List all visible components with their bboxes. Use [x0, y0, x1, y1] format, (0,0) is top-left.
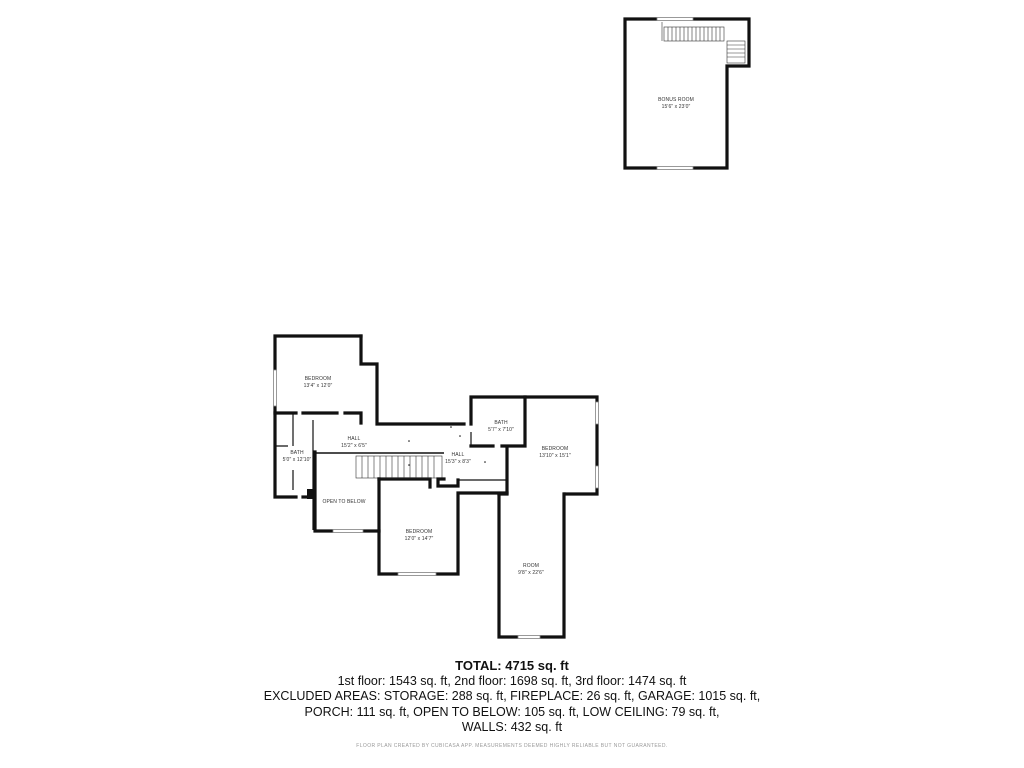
hall-stair: [315, 452, 444, 479]
open-to-below-walls: [313, 450, 432, 533]
marker-dot: [408, 440, 410, 442]
marker-dot: [484, 461, 486, 463]
bath-1-name: BATH: [290, 450, 304, 456]
room-window: [517, 635, 541, 639]
left-wing-walls: [273, 334, 363, 499]
bonus-room-walls: [623, 17, 751, 170]
excluded-areas-line-2: PORCH: 111 sq. ft, OPEN TO BELOW: 105 sq…: [304, 704, 720, 719]
bedroom-2-walls: [377, 477, 509, 576]
total-area: TOTAL: 4715 sq. ft: [455, 658, 569, 673]
bath-1-dims: 5'0" x 12'10": [283, 457, 312, 463]
bedroom-2-name: BEDROOM: [406, 529, 433, 535]
bedroom-3-dims: 13'10" x 15'1": [539, 453, 571, 459]
hall-2-divider: [458, 432, 507, 481]
open-to-below-name: OPEN TO BELOW: [322, 499, 365, 505]
hall-2-dims: 15'3" x 8'3": [445, 459, 471, 465]
hall-2-name: HALL: [452, 452, 465, 458]
bonus-room-name: BONUS ROOM: [658, 97, 694, 103]
hall-1-dims: 15'2" x 6'5": [341, 443, 367, 449]
floor-areas: 1st floor: 1543 sq. ft, 2nd floor: 1698 …: [337, 673, 687, 688]
room-name: ROOM: [523, 563, 539, 569]
bath-2-dims: 5'7" x 7'10": [488, 427, 514, 433]
bedroom-3-name: BEDROOM: [542, 446, 569, 452]
bedroom-3-window-1: [595, 401, 599, 425]
hall-1-name: HALL: [348, 436, 361, 442]
wall-stub: [307, 489, 315, 499]
room-dims: 9'8" x 22'6": [518, 570, 544, 576]
bonus-window-bottom: [656, 166, 694, 170]
bonus-room-dims: 15'6" x 23'0": [662, 104, 691, 110]
marker-dot: [459, 435, 461, 437]
bedroom-1-name: BEDROOM: [305, 376, 332, 382]
left-bedroom-right-wall: [359, 334, 466, 426]
bath-2-name: BATH: [494, 420, 508, 426]
excluded-areas-line-1: EXCLUDED AREAS: STORAGE: 288 sq. ft, FIR…: [263, 689, 761, 703]
marker-dot: [408, 464, 410, 466]
left-bedroom-bottom-wall: [273, 411, 363, 425]
bonus-room-plan: BONUS ROOM 15'6" x 23'0": [623, 17, 751, 170]
bedroom-2-window: [397, 572, 437, 576]
left-bedroom-window: [273, 369, 277, 407]
disclaimer: FLOOR PLAN CREATED BY CUBICASA APP. MEAS…: [356, 743, 668, 749]
main-floor-plan: BEDROOM 13'4" x 12'0" HALL 15'2" x 6'5" …: [273, 334, 599, 639]
marker-dot: [450, 426, 452, 428]
bonus-room-stair: [661, 22, 746, 64]
bath-1-walls: [276, 413, 314, 530]
bedroom-3-window-2: [595, 465, 599, 489]
right-wing-walls: [469, 395, 599, 496]
open-below-window: [332, 529, 364, 533]
marker-dot: [506, 458, 508, 460]
excluded-areas-line-3: WALLS: 432 sq. ft: [461, 720, 563, 734]
area-summary: TOTAL: 4715 sq. ft 1st floor: 1543 sq. f…: [212, 658, 812, 736]
bonus-window-top: [656, 17, 694, 21]
bedroom-2-dims: 12'0" x 14'7": [405, 536, 434, 542]
bedroom-1-dims: 13'4" x 12'0": [304, 383, 333, 389]
